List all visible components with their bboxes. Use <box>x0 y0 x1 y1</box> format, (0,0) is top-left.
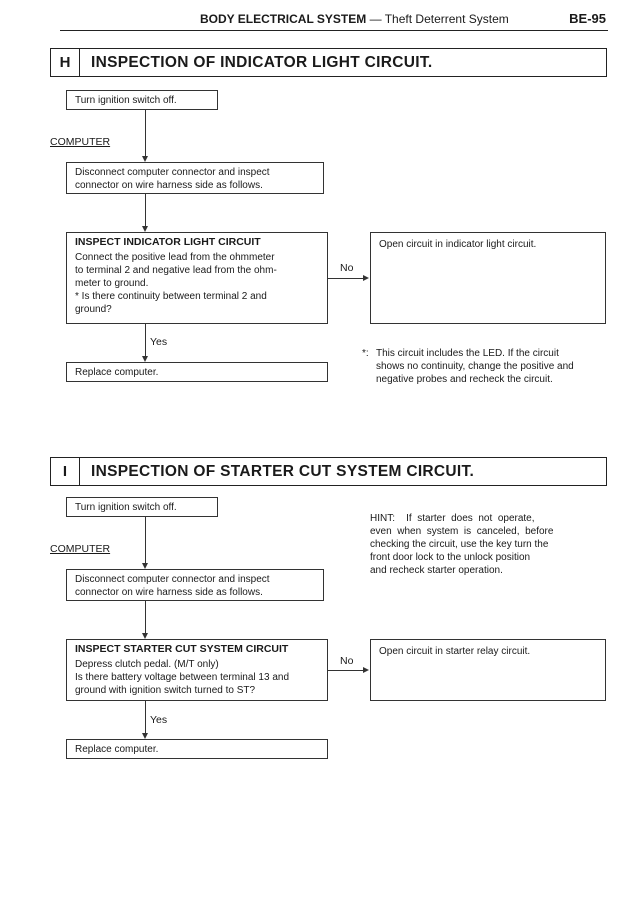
h-yes-label: Yes <box>150 336 168 348</box>
i-yes-result-text: Replace computer. <box>75 744 159 755</box>
h-no-result-box: Open circuit in indicator light circuit. <box>370 232 606 324</box>
i-step-disconnect: Disconnect computer connector and inspec… <box>66 569 324 601</box>
h-inspect-title: INSPECT INDICATOR LIGHT CIRCUIT <box>75 236 261 248</box>
h-no-connector <box>328 278 364 279</box>
h-inspect-line: Connect the positive lead from the ohmme… <box>75 252 275 263</box>
h-yes-result-text: Replace computer. <box>75 367 159 378</box>
h-connector-1 <box>145 110 146 160</box>
h-arrow-3 <box>142 356 148 362</box>
i-arrow-2 <box>142 633 148 639</box>
i-step-ignition-off-text: Turn ignition switch off. <box>75 502 177 513</box>
h-arrow-2 <box>142 226 148 232</box>
section-i-letter: I <box>51 458 80 485</box>
section-h-title: INSPECTION OF INDICATOR LIGHT CIRCUIT. <box>91 54 433 71</box>
h-inspect-line: to terminal 2 and negative lead from the… <box>75 265 277 276</box>
i-inspect-title: INSPECT STARTER CUT SYSTEM CIRCUIT <box>75 643 289 655</box>
header-subsystem: Theft Deterrent System <box>384 12 509 26</box>
i-hint-line: front door lock to the unlock position <box>370 552 531 563</box>
h-inspect-box: INSPECT INDICATOR LIGHT CIRCUIT Connect … <box>66 232 328 324</box>
i-inspect-line: ground with ignition switch turned to ST… <box>75 685 256 696</box>
i-hint-line: checking the circuit, use the key turn t… <box>370 539 549 550</box>
h-inspect-line: meter to ground. <box>75 278 149 289</box>
i-hint-line: HINT: If starter does not operate, <box>370 513 535 524</box>
i-yes-label: Yes <box>150 714 168 726</box>
i-step-ignition-off: Turn ignition switch off. <box>66 497 218 517</box>
i-no-arrow <box>363 667 369 673</box>
h-step-disconnect-line: Disconnect computer connector and inspec… <box>75 167 270 178</box>
page-header: BODY ELECTRICAL SYSTEM — Theft Deterrent… <box>60 8 608 31</box>
i-no-connector <box>328 670 364 671</box>
i-hint: HINT: If starter does not operate, even … <box>370 512 610 577</box>
i-yes-result-box: Replace computer. <box>66 739 328 759</box>
h-computer-label: COMPUTER <box>50 136 111 148</box>
h-connector-2 <box>145 194 146 230</box>
header-system: BODY ELECTRICAL SYSTEM <box>200 12 367 26</box>
i-connector-3 <box>145 701 146 737</box>
i-no-result-text: Open circuit in starter relay circuit. <box>379 646 531 657</box>
h-no-result-text: Open circuit in indicator light circuit. <box>379 239 537 250</box>
i-inspect-box: INSPECT STARTER CUT SYSTEM CIRCUIT Depre… <box>66 639 328 701</box>
i-inspect-line: Is there battery voltage between termina… <box>75 672 290 683</box>
h-step-disconnect: Disconnect computer connector and inspec… <box>66 162 324 194</box>
i-step-disconnect-line: Disconnect computer connector and inspec… <box>75 574 270 585</box>
h-arrow-1 <box>142 156 148 162</box>
i-no-label: No <box>340 655 354 667</box>
i-hint-line: even when system is canceled, before <box>370 526 554 537</box>
h-inspect-line: * Is there continuity between terminal 2… <box>75 291 267 302</box>
section-i-title: INSPECTION OF STARTER CUT SYSTEM CIRCUIT… <box>91 463 475 480</box>
i-arrow-3 <box>142 733 148 739</box>
section-h-letter: H <box>51 49 80 76</box>
i-step-disconnect-line: connector on wire harness side as follow… <box>75 587 263 598</box>
header-title: BODY ELECTRICAL SYSTEM — Theft Deterrent… <box>200 12 509 26</box>
page-number: BE-95 <box>569 11 606 26</box>
h-yes-result-box: Replace computer. <box>66 362 328 382</box>
section-i-heading: I INSPECTION OF STARTER CUT SYSTEM CIRCU… <box>50 457 607 486</box>
h-footnote-line: negative probes and recheck the circuit. <box>376 374 553 385</box>
h-footnote-line: shows no continuity, change the positive… <box>376 361 574 372</box>
h-footnote-marker: *: <box>362 348 369 359</box>
i-no-result-box: Open circuit in starter relay circuit. <box>370 639 606 701</box>
h-step-disconnect-line: connector on wire harness side as follow… <box>75 180 263 191</box>
i-computer-label: COMPUTER <box>50 543 111 555</box>
i-hint-line: and recheck starter operation. <box>370 565 503 576</box>
h-step-ignition-off: Turn ignition switch off. <box>66 90 218 110</box>
h-inspect-line: ground? <box>75 304 112 315</box>
i-connector-1 <box>145 517 146 567</box>
h-connector-3 <box>145 324 146 360</box>
h-no-label: No <box>340 262 354 274</box>
h-step-ignition-off-text: Turn ignition switch off. <box>75 95 177 106</box>
i-connector-2 <box>145 601 146 637</box>
h-footnote: *: This circuit includes the LED. If the… <box>362 347 612 386</box>
h-no-arrow <box>363 275 369 281</box>
i-arrow-1 <box>142 563 148 569</box>
i-inspect-line: Depress clutch pedal. (M/T only) <box>75 659 219 670</box>
header-separator: — <box>369 12 382 26</box>
h-footnote-line: This circuit includes the LED. If the ci… <box>376 348 559 359</box>
section-h-heading: H INSPECTION OF INDICATOR LIGHT CIRCUIT. <box>50 48 607 77</box>
